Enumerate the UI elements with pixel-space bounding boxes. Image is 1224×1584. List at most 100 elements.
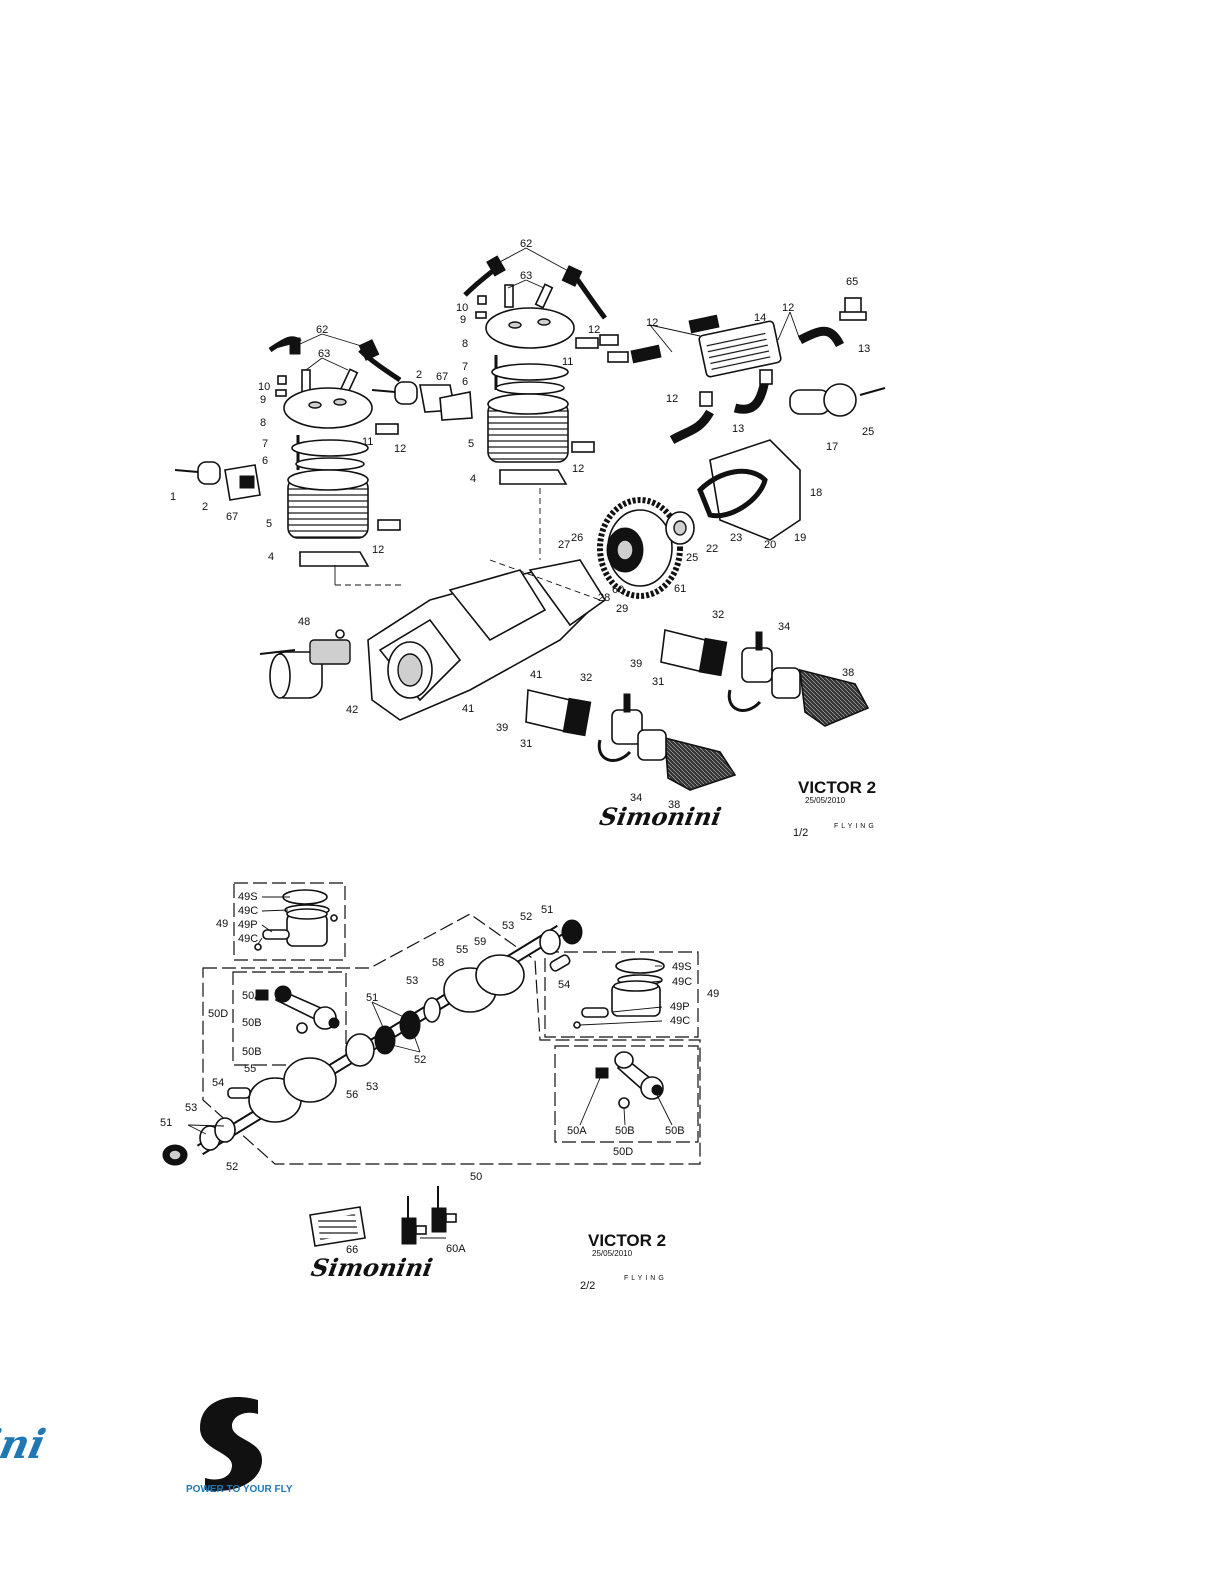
sheet1-drawing: 62 63 10 9 8 7 6 11 12 12 2 67 1 2 67 5 … (170, 238, 886, 839)
label: 50D (613, 1146, 633, 1158)
label: 18 (810, 487, 822, 499)
label: 67 (226, 511, 238, 523)
label: 48 (298, 616, 310, 628)
simonini-logo: Simonini POWER TO YOUR FLY (0, 1397, 293, 1495)
label: 10 (258, 381, 270, 393)
leader-lines-sheet1 (299, 247, 801, 601)
label: 28 (598, 592, 610, 604)
label: 12 (394, 443, 406, 455)
ignition-modules: 66 60A (309, 1186, 466, 1256)
label: 49 (707, 988, 719, 1000)
label: 6 (462, 376, 468, 388)
sheet2-drawing: 49S 49C 49 49P 49C 51 52 53 59 55 58 54 … (160, 882, 719, 1292)
radiator-assembly (599, 297, 886, 444)
label: 7 (262, 438, 268, 450)
label: 6 (262, 455, 268, 467)
label: 31 (520, 738, 532, 750)
label: 50B (242, 1017, 262, 1029)
label: 1 (170, 491, 176, 503)
sheet-date: 25/05/2010 (805, 796, 846, 805)
label: 12 (666, 393, 678, 405)
label: 13 (858, 343, 870, 355)
brand-sub: FLYING (834, 823, 877, 830)
label: 25 (862, 426, 874, 438)
conrod-right (595, 1051, 664, 1109)
crankshaft (162, 919, 583, 1166)
label: 53 (366, 1081, 378, 1093)
label: 9 (460, 314, 466, 326)
starter-motor (259, 629, 351, 699)
label: 49P (238, 919, 258, 931)
label: 63 (520, 270, 532, 282)
logo-brand: Simonini (0, 1420, 50, 1467)
label: 67 (436, 371, 448, 383)
label: 61 (674, 583, 686, 595)
label: 26 (571, 532, 583, 544)
label: 7 (462, 361, 468, 373)
label: 13 (732, 423, 744, 435)
label: 49S (238, 891, 258, 903)
part-labels-sheet1: 62 63 10 9 8 7 6 11 12 12 2 67 1 2 67 5 … (170, 238, 874, 811)
label: 53 (185, 1102, 197, 1114)
label: 19 (794, 532, 806, 544)
brand-sub: FLYING (624, 1275, 667, 1282)
part-labels-sheet2: 49S 49C 49 49P 49C 51 52 53 59 55 58 54 … (160, 891, 719, 1183)
sheet-title: VICTOR 2 (588, 1231, 666, 1250)
label: 12 (588, 324, 600, 336)
carburetor-upper (660, 629, 870, 727)
label: 52 (414, 1054, 426, 1066)
label: 14 (754, 312, 766, 324)
label: 25 (686, 552, 698, 564)
label: 34 (778, 621, 790, 633)
label: 32 (580, 672, 592, 684)
label: 34 (630, 792, 642, 804)
label: 53 (406, 975, 418, 987)
piston-right (573, 958, 665, 1029)
label: 2 (416, 369, 422, 381)
label: 41 (462, 703, 474, 715)
label: 62 (316, 324, 328, 336)
center-cylinder-assembly (463, 255, 607, 485)
label: 4 (268, 551, 274, 563)
label: 55 (244, 1063, 256, 1075)
label: 49 (216, 918, 228, 930)
title-block-sheet1: VICTOR 2 25/05/2010 Simonini FLYING 1/2 (597, 778, 876, 839)
piston-top-left (254, 889, 338, 951)
flywheel-ring-gear (597, 497, 683, 599)
belt-cover (665, 439, 801, 545)
label: 42 (346, 704, 358, 716)
label: 59 (474, 936, 486, 948)
label: 38 (668, 799, 680, 811)
label: 41 (530, 669, 542, 681)
label: 51 (366, 992, 378, 1004)
label: 49S (672, 961, 692, 973)
label: 49C (238, 905, 258, 917)
label: 63 (318, 348, 330, 360)
label: 65 (846, 276, 858, 288)
label: 38 (842, 667, 854, 679)
label: 12 (372, 544, 384, 556)
label: 39 (630, 658, 642, 670)
label: 12 (646, 317, 658, 329)
label: 50D (208, 1008, 228, 1020)
label: 66 (346, 1244, 358, 1256)
label: 60A (446, 1243, 466, 1255)
label: 5 (266, 518, 272, 530)
label: 8 (462, 338, 468, 350)
label: 50A (567, 1125, 587, 1137)
label: 27 (558, 539, 570, 551)
label: 5 (468, 438, 474, 450)
label: 56 (346, 1089, 358, 1101)
label: 50A (242, 990, 262, 1002)
label: 10 (456, 302, 468, 314)
label: 50 (470, 1171, 482, 1183)
label: 49C (238, 933, 258, 945)
label: 11 (562, 356, 573, 368)
leader-lines-sheet2 (187, 896, 673, 1135)
label: 29 (616, 603, 628, 615)
label: 50B (665, 1125, 685, 1137)
label: 32 (712, 609, 724, 621)
label: 50B (615, 1125, 635, 1137)
brand-script: Simonini (597, 802, 723, 831)
label: 58 (432, 957, 444, 969)
